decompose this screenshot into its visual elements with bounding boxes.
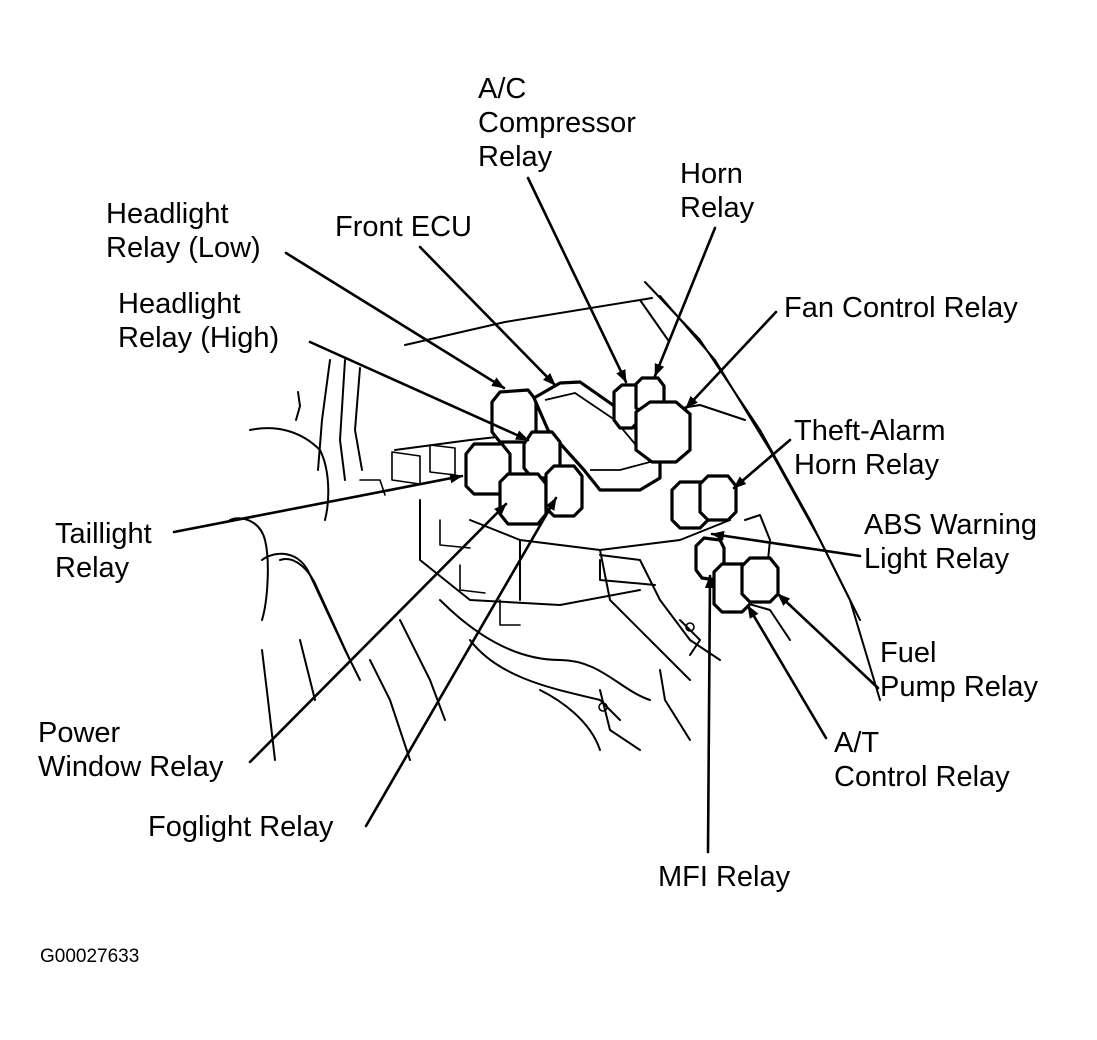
label-line: Power: [38, 717, 121, 749]
label-line: Theft-Alarm: [794, 415, 946, 447]
label-line: Front ECU: [335, 211, 472, 243]
label-line: Relay: [478, 141, 553, 173]
leader-lines: [172, 176, 880, 854]
label-fuel-pump-relay: Fuel Pump Relay: [880, 636, 1038, 704]
label-theft-alarm-horn-relay: Theft-Alarm Horn Relay: [794, 414, 945, 482]
label-power-window-relay: Power Window Relay: [38, 716, 223, 784]
label-fan-control-relay: Fan Control Relay: [784, 291, 1018, 325]
label-line: Pump Relay: [880, 671, 1038, 703]
label-line: Taillight: [55, 518, 152, 550]
label-line: Horn: [680, 158, 743, 190]
label-line: Relay (Low): [106, 232, 261, 264]
power-window-relay-block: [498, 472, 548, 526]
label-line: Light Relay: [864, 543, 1010, 575]
theft-alarm-horn-relay-block-2: [698, 474, 738, 522]
label-at-control-relay: A/T Control Relay: [834, 726, 1010, 794]
label-line: Headlight: [118, 288, 241, 320]
label-line: A/T: [834, 727, 880, 759]
label-headlight-relay-high: Headlight Relay (High): [118, 287, 279, 355]
relay-blocks: [464, 376, 780, 614]
label-line: Fuel: [880, 637, 937, 669]
label-foglight-relay: Foglight Relay: [148, 810, 333, 844]
fan-control-relay-block: [634, 400, 692, 464]
label-line: Relay: [55, 552, 130, 584]
label-taillight-relay: Taillight Relay: [55, 517, 152, 585]
label-headlight-relay-low: Headlight Relay (Low): [106, 197, 261, 265]
label-line: Relay: [680, 192, 755, 224]
label-line: Foglight Relay: [148, 811, 334, 843]
label-ac-compressor-relay: A/C Compressor Relay: [478, 72, 636, 174]
label-line: Horn Relay: [794, 449, 940, 481]
figure-code: G00027633: [40, 946, 140, 967]
front-ecu-block: [532, 380, 662, 492]
label-line: A/C: [478, 73, 527, 105]
label-line: Fan Control Relay: [784, 292, 1018, 324]
fuel-pump-relay-block: [740, 556, 780, 604]
label-abs-warning-light-relay: ABS Warning Light Relay: [864, 508, 1037, 576]
engine-bay-outline: [229, 281, 881, 761]
label-line: Compressor: [478, 107, 636, 139]
label-line: Relay (High): [118, 322, 280, 354]
label-line: Headlight: [106, 198, 229, 230]
label-line: Window Relay: [38, 751, 224, 783]
label-front-ecu: Front ECU: [335, 210, 472, 244]
label-line: ABS Warning: [864, 509, 1037, 541]
label-mfi-relay: MFI Relay: [658, 860, 790, 894]
label-line: Control Relay: [834, 761, 1010, 793]
label-line: MFI Relay: [658, 861, 791, 893]
label-horn-relay: Horn Relay: [680, 157, 754, 225]
